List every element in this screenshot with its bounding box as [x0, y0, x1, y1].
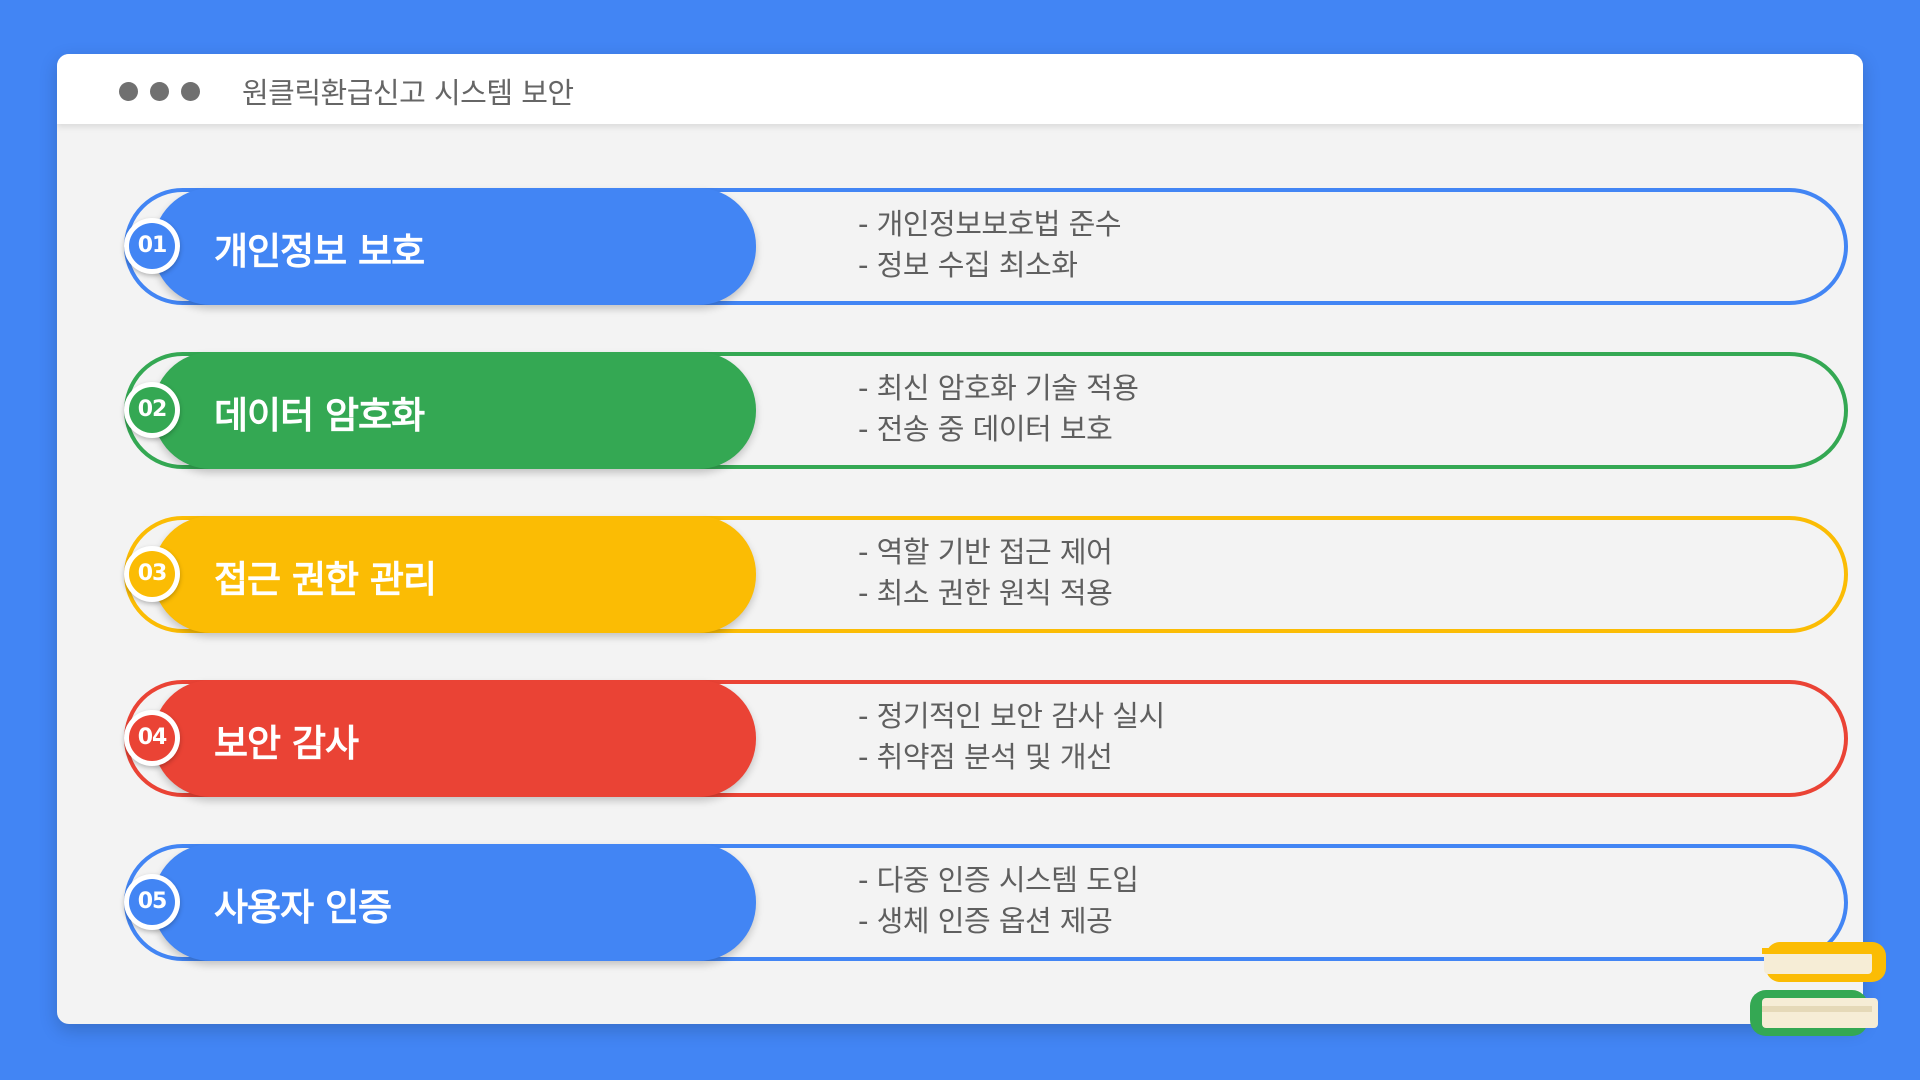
item-pill [153, 516, 756, 633]
item-point: - 취약점 분석 및 개선 [858, 740, 1113, 774]
item-point: - 정기적인 보안 감사 실시 [858, 699, 1165, 733]
item-point: - 개인정보보호법 준수 [858, 207, 1122, 241]
item-point: - 역할 기반 접근 제어 [858, 535, 1113, 569]
item-point: - 최신 암호화 기술 적용 [858, 371, 1139, 405]
item-number: 02 [129, 387, 175, 433]
item-title: 개인정보 보호 [214, 230, 425, 273]
security-item-5: 05 사용자 인증 - 다중 인증 시스템 도입 - 생체 인증 옵션 제공 [124, 844, 1848, 961]
item-point: - 생체 인증 옵션 제공 [858, 904, 1113, 938]
item-number: 05 [129, 879, 175, 925]
item-pill [153, 188, 756, 305]
item-pill [153, 352, 756, 469]
item-number: 01 [129, 223, 175, 269]
item-description: - 정기적인 보안 감사 실시 - 취약점 분석 및 개선 [858, 696, 1165, 778]
security-item-3: 03 접근 권한 관리 - 역할 기반 접근 제어 - 최소 권한 원칙 적용 [124, 516, 1848, 633]
stacked-books-icon [1750, 942, 1886, 1036]
item-description: - 역할 기반 접근 제어 - 최소 권한 원칙 적용 [858, 532, 1113, 614]
title-bar: 원클릭환급신고 시스템 보안 [57, 54, 1863, 124]
item-number-badge: 02 [124, 382, 180, 438]
item-number: 04 [129, 715, 175, 761]
window-title: 원클릭환급신고 시스템 보안 [242, 76, 574, 110]
item-title: 접근 권한 관리 [214, 558, 437, 601]
item-pill [153, 680, 756, 797]
security-item-4: 04 보안 감사 - 정기적인 보안 감사 실시 - 취약점 분석 및 개선 [124, 680, 1848, 797]
window-dot-2[interactable] [150, 82, 169, 101]
window-dot-3[interactable] [181, 82, 200, 101]
window-controls [119, 82, 200, 101]
item-number: 03 [129, 551, 175, 597]
item-point: - 정보 수집 최소화 [858, 248, 1078, 282]
item-point: - 전송 중 데이터 보호 [858, 412, 1113, 446]
item-point: - 최소 권한 원칙 적용 [858, 576, 1113, 610]
item-point: - 다중 인증 시스템 도입 [858, 863, 1139, 897]
item-number-badge: 03 [124, 546, 180, 602]
item-description: - 개인정보보호법 준수 - 정보 수집 최소화 [858, 204, 1122, 286]
app-window: 원클릭환급신고 시스템 보안 01 개인정보 보호 - 개인정보보호법 준수 -… [57, 54, 1863, 1024]
security-item-2: 02 데이터 암호화 - 최신 암호화 기술 적용 - 전송 중 데이터 보호 [124, 352, 1848, 469]
item-description: - 최신 암호화 기술 적용 - 전송 중 데이터 보호 [858, 368, 1139, 450]
item-number-badge: 04 [124, 710, 180, 766]
window-dot-1[interactable] [119, 82, 138, 101]
item-description: - 다중 인증 시스템 도입 - 생체 인증 옵션 제공 [858, 860, 1139, 942]
item-number-badge: 05 [124, 874, 180, 930]
security-item-1: 01 개인정보 보호 - 개인정보보호법 준수 - 정보 수집 최소화 [124, 188, 1848, 305]
item-number-badge: 01 [124, 218, 180, 274]
item-title: 데이터 암호화 [214, 394, 425, 437]
item-title: 사용자 인증 [214, 886, 392, 929]
item-pill [153, 844, 756, 961]
item-title: 보안 감사 [214, 722, 359, 765]
